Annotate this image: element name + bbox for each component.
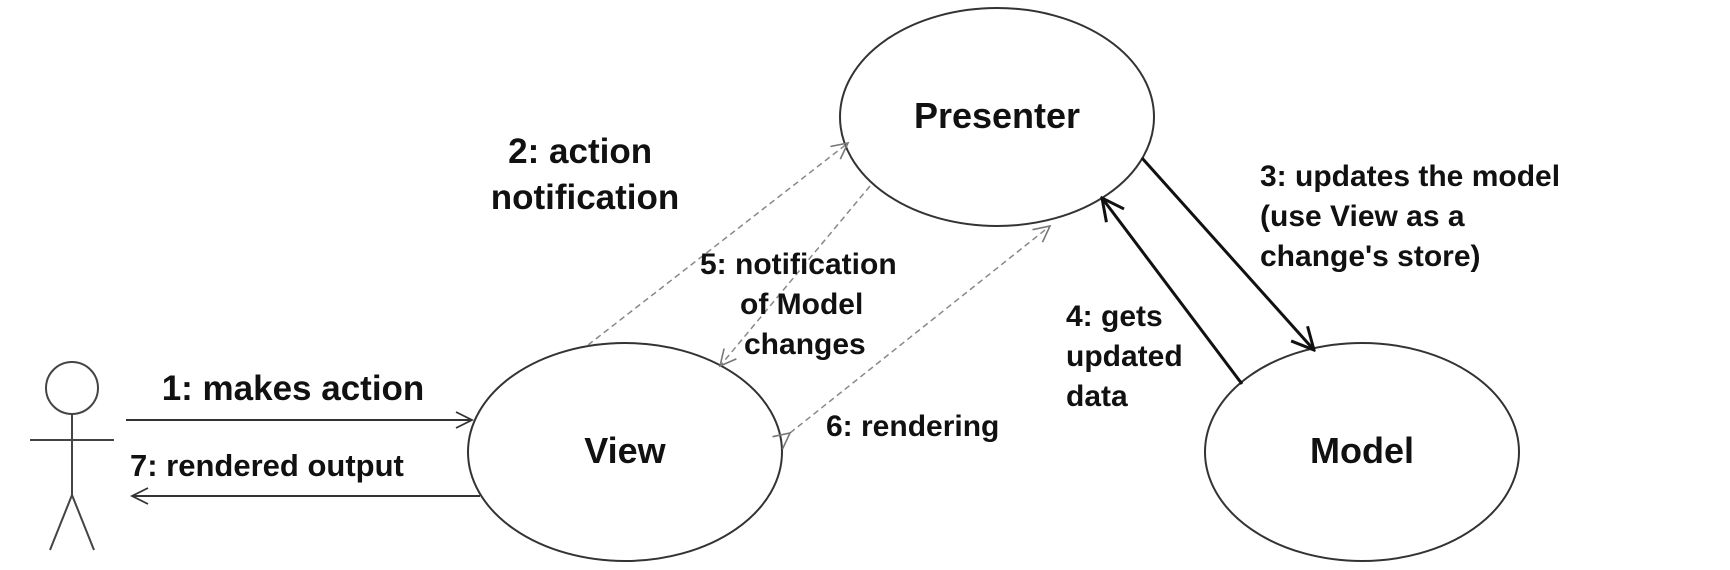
edge-rendering (772, 224, 1052, 450)
label-updates-model: 3: updates the model (use View as a chan… (1260, 160, 1568, 273)
label-rendering: 6: rendering (826, 410, 999, 443)
label-makes-action: 1: makes action (162, 369, 425, 408)
view-label: View (584, 430, 666, 471)
view-node: View (467, 342, 783, 562)
label-action-notification-line1: 2: action (508, 132, 652, 171)
edge-updates-model (1140, 156, 1314, 350)
edge-gets-updated-data (1102, 198, 1244, 385)
label-gets-updated-data: 4: gets updated data (1066, 300, 1191, 413)
label-gets-line3: data (1066, 380, 1128, 413)
label-action-notification: 2: action notification (491, 132, 680, 217)
edge-action-notification (587, 141, 850, 346)
label-gets-line1: 4: gets (1066, 300, 1163, 333)
label-gets-line2: updated (1066, 340, 1183, 373)
model-label: Model (1310, 430, 1414, 471)
presenter-label: Presenter (914, 95, 1080, 136)
label-updates-line2: (use View as a (1260, 200, 1465, 233)
model-node: Model (1204, 342, 1520, 562)
label-updates-line1: 3: updates the model (1260, 160, 1560, 193)
label-notification-line1: 5: notification (700, 248, 897, 281)
presenter-node: Presenter (839, 7, 1155, 227)
label-rendered-output: 7: rendered output (130, 448, 404, 483)
label-notification-line2: of Model (740, 288, 863, 321)
label-updates-line3: change's store) (1260, 240, 1481, 273)
label-notification-model-changes: 5: notification of Model changes (700, 248, 905, 361)
label-action-notification-line2: notification (491, 178, 680, 217)
edge-notification-model-changes (718, 185, 871, 368)
label-notification-line3: changes (744, 328, 866, 361)
actor-icon (30, 361, 114, 551)
